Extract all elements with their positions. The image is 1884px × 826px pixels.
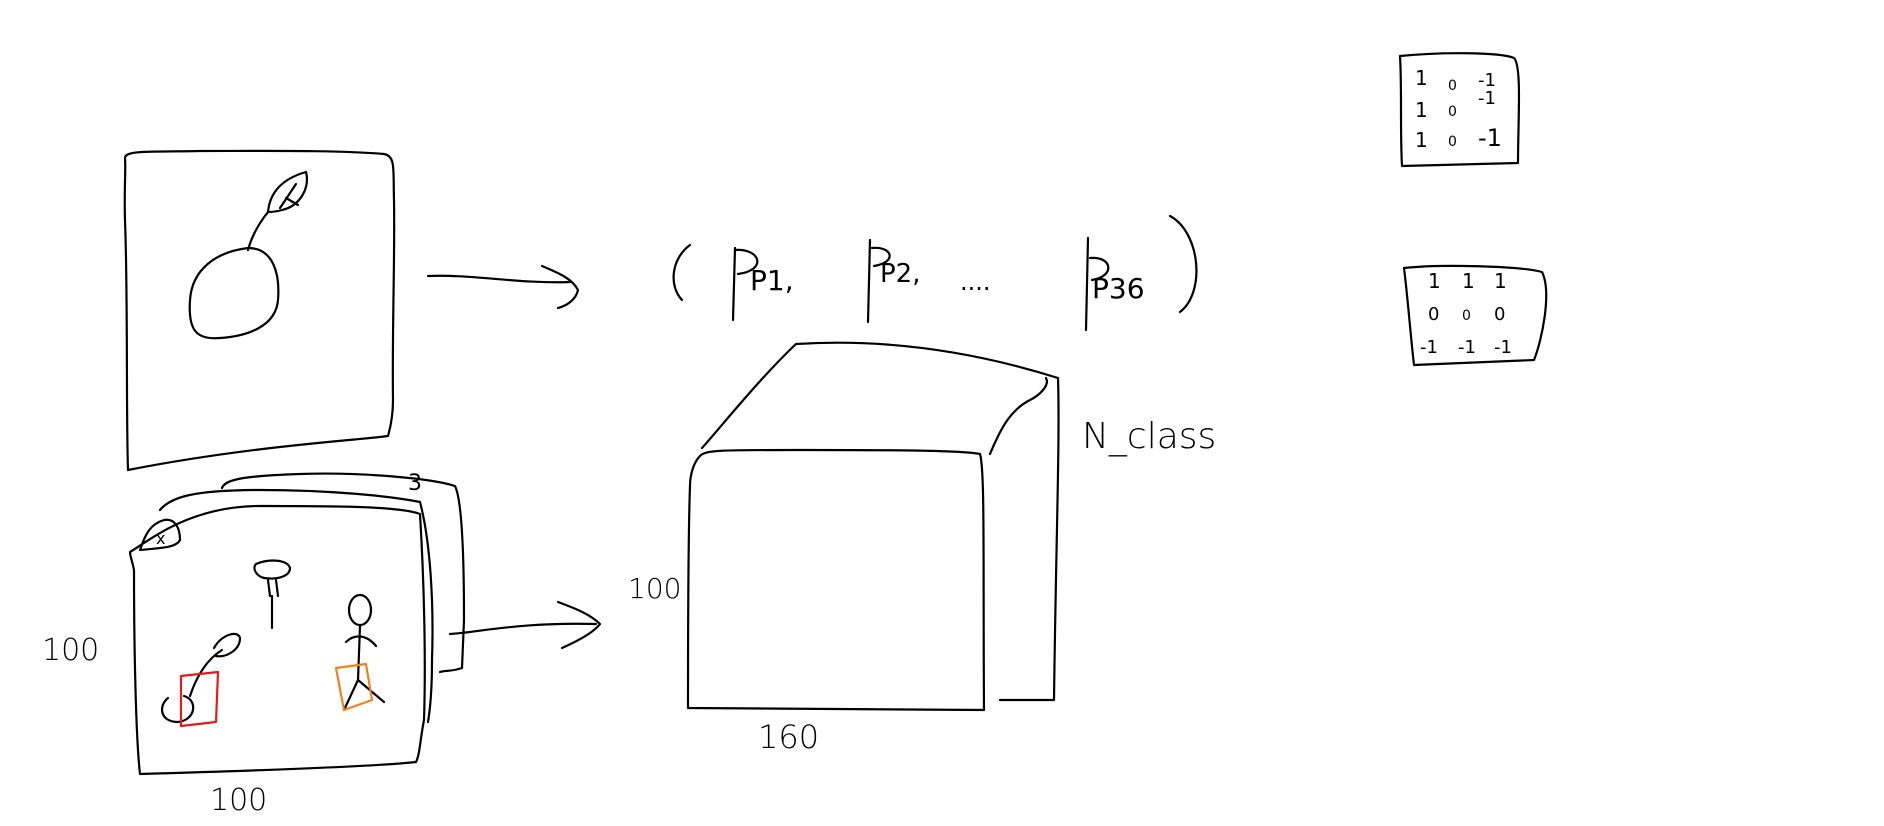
kernel-h-r2c0: -1 xyxy=(1420,337,1438,358)
probability-vector: P1, P2, .... P36 xyxy=(672,214,1198,332)
output-cube xyxy=(686,341,1060,712)
corner-cell-label: x xyxy=(156,529,165,548)
image-width-label: 100 xyxy=(210,783,267,818)
kernel-v-r2c0: 1 xyxy=(1415,128,1428,152)
cube-width-label: 160 xyxy=(758,718,819,756)
p2-label: P2, xyxy=(880,259,921,289)
kernel-h-r1c2: 0 xyxy=(1494,304,1505,325)
kernel-v-r1c2: -1 xyxy=(1478,88,1496,109)
kernel-h-r0c2: 1 xyxy=(1494,269,1507,293)
p1-label: P1, xyxy=(750,264,794,297)
kernel-vertical: 1 0 -1 1 0 -1 1 0 -1 xyxy=(1398,52,1521,168)
lamp-figure xyxy=(253,559,292,630)
n-class-label: N_class xyxy=(1082,416,1216,457)
kernel-horizontal: 1 1 1 0 0 0 -1 -1 -1 xyxy=(1402,264,1548,367)
dots-label: .... xyxy=(960,268,991,296)
kernel-h-r2c2: -1 xyxy=(1494,337,1512,358)
p36-label: P36 xyxy=(1092,272,1145,305)
top-image-frame xyxy=(123,149,396,472)
channels-label: 3 xyxy=(408,471,422,496)
bottom-image-frame xyxy=(128,504,426,776)
kernel-v-r1c1: 0 xyxy=(1448,104,1457,120)
kernel-v-r2c2: -1 xyxy=(1478,124,1502,152)
bounding-box-orange xyxy=(334,662,374,712)
cherry-drawing xyxy=(188,170,308,340)
cherry-small xyxy=(160,632,242,724)
kernel-h-r0c1: 1 xyxy=(1462,269,1475,293)
arrow-top xyxy=(426,264,580,310)
image-height-label: 100 xyxy=(42,633,99,668)
kernel-h-r1c0: 0 xyxy=(1428,304,1439,325)
kernel-h-r1c1: 0 xyxy=(1462,308,1471,324)
kernel-v-r0c2: -1 xyxy=(1478,70,1496,91)
cube-height-label: 100 xyxy=(628,572,681,605)
kernel-h-r2c1: -1 xyxy=(1458,337,1476,358)
kernel-h-r0c0: 1 xyxy=(1428,269,1441,293)
channel-stack-back: 3 xyxy=(158,471,466,724)
kernel-v-r0c1: 0 xyxy=(1448,78,1457,94)
corner-cell: x xyxy=(138,518,182,552)
arrow-bottom xyxy=(448,600,602,650)
kernel-v-r1c0: 1 xyxy=(1415,98,1428,122)
kernel-v-r2c1: 0 xyxy=(1448,134,1457,150)
stick-person xyxy=(342,593,386,712)
kernel-v-r0c0: 1 xyxy=(1415,66,1428,90)
bounding-box-red xyxy=(179,670,220,728)
